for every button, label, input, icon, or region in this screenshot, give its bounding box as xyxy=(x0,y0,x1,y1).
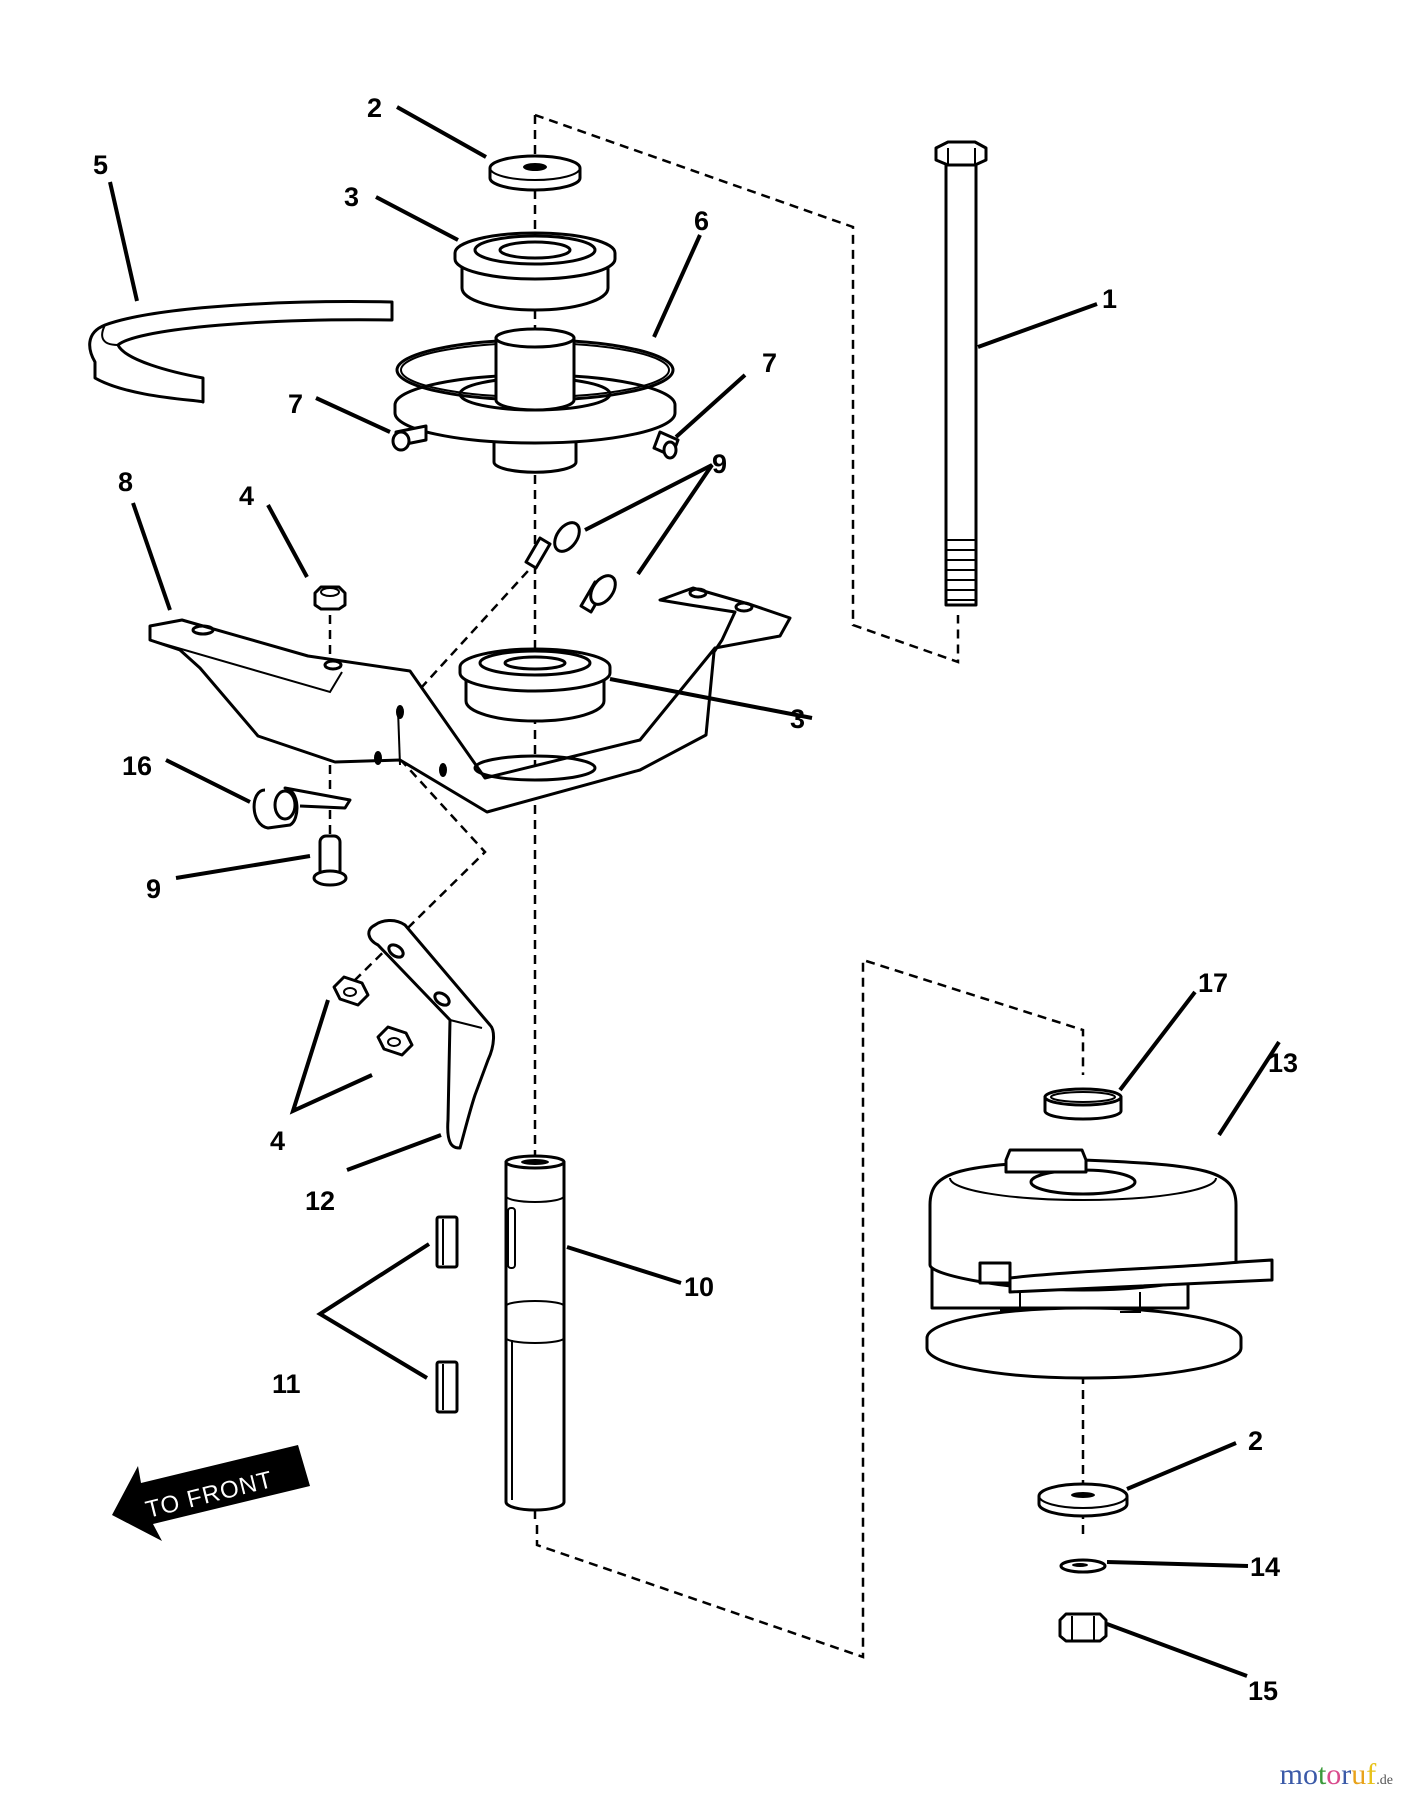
callout-5: 5 xyxy=(93,150,108,180)
callout-9-upper: 9 xyxy=(712,449,727,479)
watermark-letter: f xyxy=(1366,1758,1377,1791)
part-nut-arm-2[interactable] xyxy=(376,1025,414,1057)
callout-13: 13 xyxy=(1268,1048,1298,1078)
part-set-screw-left[interactable] xyxy=(391,424,428,452)
callout-2-upper: 2 xyxy=(367,93,382,123)
callout-6: 6 xyxy=(694,206,709,236)
callout-17: 17 xyxy=(1198,968,1228,998)
callout-11: 11 xyxy=(272,1369,301,1399)
watermark-letter: u xyxy=(1351,1758,1367,1791)
part-nut-lower[interactable] xyxy=(1058,1612,1108,1643)
part-arm[interactable] xyxy=(367,919,495,1150)
part-nut-arm-1[interactable] xyxy=(332,975,370,1007)
part-spacer[interactable] xyxy=(1043,1087,1123,1121)
watermark-letter: o xyxy=(1302,1758,1318,1791)
callout-9-lower: 9 xyxy=(146,874,161,904)
watermark-letter: r xyxy=(1341,1758,1352,1791)
part-washer-lower[interactable] xyxy=(1037,1482,1129,1518)
callout-8: 8 xyxy=(118,467,133,497)
callout-15: 15 xyxy=(1248,1676,1278,1706)
part-set-screw-right[interactable] xyxy=(652,430,680,460)
part-carriage-bolt-upper-1[interactable] xyxy=(524,518,584,570)
part-electric-clutch[interactable] xyxy=(925,1148,1274,1380)
part-bracket[interactable] xyxy=(148,586,792,814)
callout-7-right: 7 xyxy=(762,348,777,378)
callout-4-arm: 4 xyxy=(270,1126,285,1156)
callout-14: 14 xyxy=(1250,1552,1280,1582)
to-front-arrow: TO FRONT xyxy=(112,1445,310,1541)
callout-4-bracket: 4 xyxy=(239,481,254,511)
part-shaft[interactable] xyxy=(504,1154,566,1512)
part-carriage-bolt-lower[interactable] xyxy=(312,834,348,887)
watermark-letter: m xyxy=(1279,1758,1303,1791)
assembly-line-lower-return xyxy=(535,958,1085,1659)
watermark-suffix: .de xyxy=(1376,1773,1393,1788)
watermark-letters: motoruf xyxy=(1280,1758,1377,1792)
callout-10: 10 xyxy=(684,1272,714,1302)
bolt-thread xyxy=(946,539,976,601)
callout-2-lower: 2 xyxy=(1248,1426,1263,1456)
assembly-line-bolt-path xyxy=(534,113,960,664)
part-bolt[interactable] xyxy=(934,140,988,607)
callouts: 1 2 2 3 3 4 4 5 6 7 7 8 9 9 10 11 12 13 … xyxy=(93,93,1298,1706)
callout-12: 12 xyxy=(305,1186,335,1216)
callout-3-lower: 3 xyxy=(790,704,805,734)
callout-3-upper: 3 xyxy=(344,182,359,212)
part-washer-upper[interactable] xyxy=(488,154,582,192)
part-carriage-bolt-upper-2[interactable] xyxy=(579,571,620,614)
watermark-letter: o xyxy=(1326,1758,1342,1791)
part-nut-bracket[interactable] xyxy=(313,585,347,611)
part-pulley[interactable] xyxy=(393,327,677,474)
callout-1: 1 xyxy=(1102,284,1117,314)
assembly-line-arm-diagonal xyxy=(354,559,539,981)
part-bearing-upper[interactable] xyxy=(453,231,617,312)
callout-7-left: 7 xyxy=(288,389,303,419)
part-key-upper[interactable] xyxy=(435,1215,459,1269)
watermark-letter: t xyxy=(1317,1758,1327,1791)
leader-lines xyxy=(108,105,1281,1678)
part-key-lower[interactable] xyxy=(435,1360,459,1414)
part-bearing-lower[interactable] xyxy=(458,647,612,723)
part-cable-clamp[interactable] xyxy=(252,786,352,830)
part-belt-guide[interactable] xyxy=(88,300,394,404)
callout-16: 16 xyxy=(122,751,152,781)
watermark-logo: motoruf.de xyxy=(1280,1758,1393,1792)
part-lock-washer[interactable] xyxy=(1059,1558,1107,1574)
